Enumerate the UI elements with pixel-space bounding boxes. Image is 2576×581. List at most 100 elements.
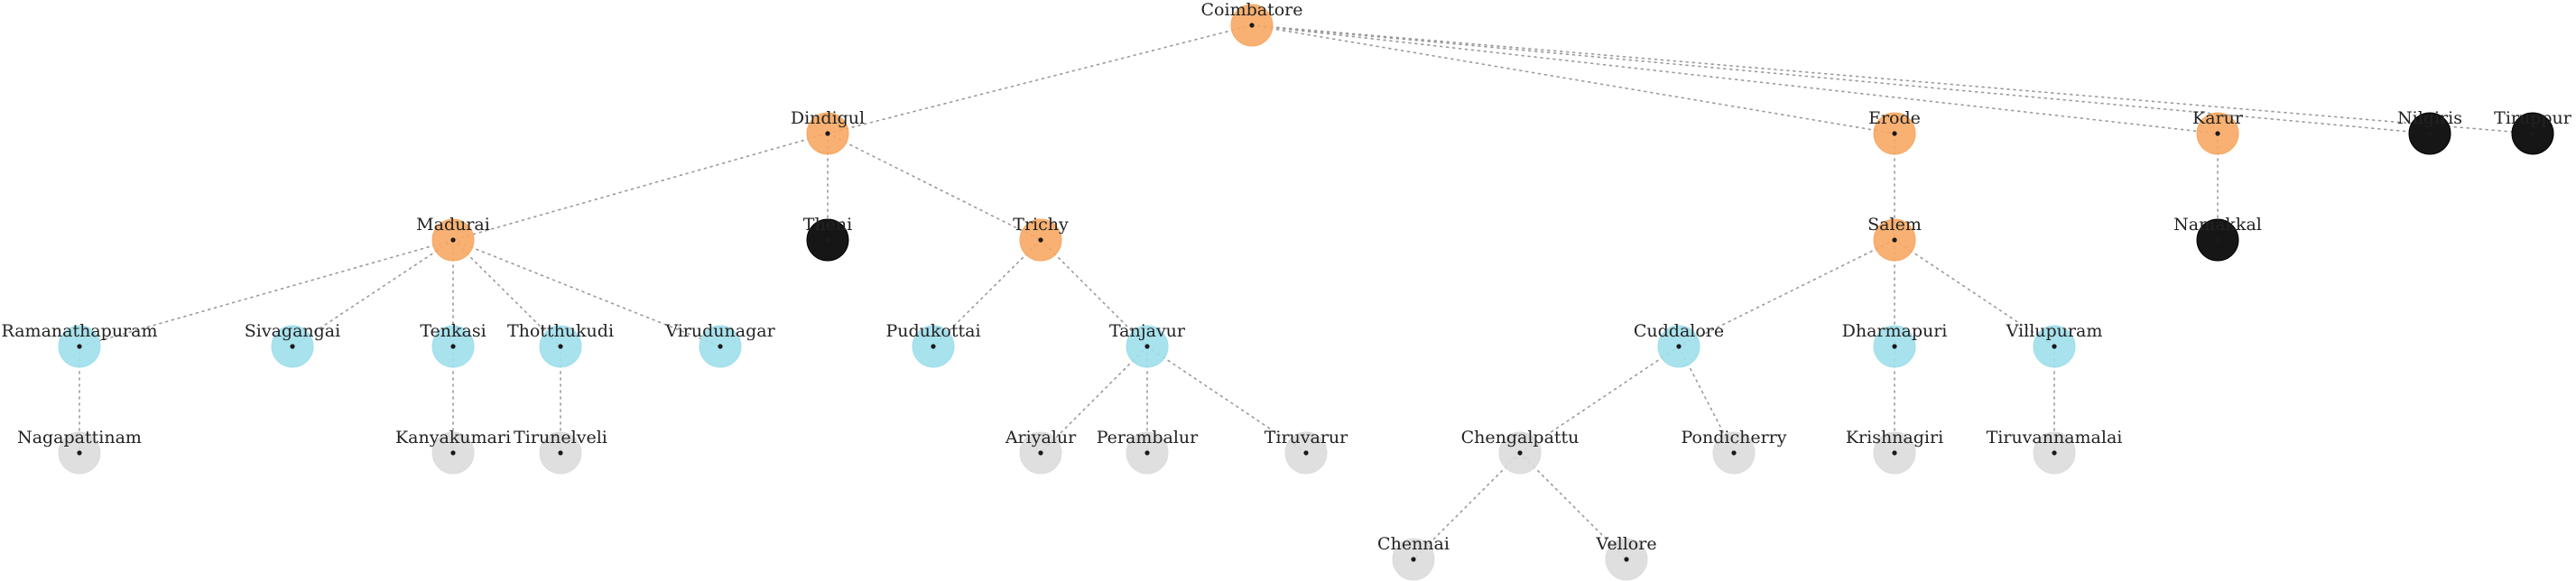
node-center-dot-tiruppur [2530,131,2535,136]
node-label-tirunelveli: Tirunelveli [514,428,607,447]
node-label-theni: Theni [803,215,852,235]
node-kanyakumari: Kanyakumari [395,428,511,475]
node-center-dot-ramanathapuram [77,344,82,349]
node-label-villupuram: Villupuram [2006,321,2103,341]
node-center-dot-kanyakumari [450,450,456,456]
node-center-dot-krishnagiri [1892,450,1897,456]
node-label-salem: Salem [1867,215,1922,235]
node-center-dot-namakkal [2215,237,2220,243]
node-center-dot-tirunelveli [558,450,563,456]
node-erode: Erode [1868,108,1921,155]
node-virudunagar: Virudunagar [664,321,776,368]
node-label-cuddalore: Cuddalore [1634,321,1724,341]
node-madurai: Madurai [416,215,490,262]
edge-madurai-virudunagar [452,239,721,347]
node-label-vellore: Vellore [1595,534,1656,554]
edge-dindigul-trichy [827,133,1042,241]
node-nagapattinam: Nagapattinam [17,428,142,475]
edge-coimbatore-tiruppur [1251,24,2534,134]
node-label-pondicherry: Pondicherry [1682,428,1787,447]
node-label-tenkasi: Tenkasi [420,321,486,341]
node-label-pudukottai: Pudukottai [885,321,980,341]
node-namakkal: Namakkal [2173,215,2262,262]
node-karur: Karur [2192,108,2244,155]
edge-trichy-pudukottai [932,239,1042,347]
node-center-dot-tiruvarur [1303,450,1309,456]
node-label-sivagangai: Sivagangai [245,321,340,341]
node-perambalur: Perambalur [1097,428,1199,475]
node-chengalpattu: Chengalpattu [1461,428,1580,475]
node-villupuram: Villupuram [2006,321,2103,368]
edge-coimbatore-dindigul [827,24,1253,134]
node-tanjavur: Tanjavur [1109,321,1186,368]
node-label-tiruvannamalai: Tiruvannamalai [1987,428,2123,447]
node-label-ariyalur: Ariyalur [1005,428,1077,447]
edge-chengalpattu-chennai [1413,452,1521,560]
node-center-dot-thothukudi [558,344,563,349]
node-label-kanyakumari: Kanyakumari [395,428,511,447]
node-label-chengalpattu: Chengalpattu [1461,428,1580,447]
node-label-dindigul: Dindigul [791,108,865,128]
node-label-ramanathapuram: Ramanathapuram [1,321,157,341]
node-center-dot-tanjavur [1144,344,1150,349]
edge-coimbatore-karur [1251,24,2219,134]
node-center-dot-trichy [1038,237,1043,243]
edge-chengalpattu-vellore [1519,452,1627,560]
node-label-chennai: Chennai [1377,534,1450,554]
node-center-dot-chengalpattu [1517,450,1523,456]
node-label-thothukudi: Thotthukudi [507,321,614,341]
edge-salem-villupuram [1894,239,2055,347]
node-tiruppur: Tiruppur [2494,108,2572,155]
edge-tanjavur-ariyalur [1040,346,1148,454]
node-center-dot-tiruvannamalai [2052,450,2057,456]
node-center-dot-dharmapuri [1892,344,1897,349]
node-center-dot-tenkasi [450,344,456,349]
node-nilgiris: Nilgiris [2397,108,2462,155]
edge-madurai-ramanathapuram [79,239,454,347]
node-tiruvarur: Tiruvarur [1265,428,1348,475]
node-label-nilgiris: Nilgiris [2397,108,2462,128]
node-cuddalore: Cuddalore [1634,321,1724,368]
node-krishnagiri: Krishnagiri [1846,428,1943,475]
edge-coimbatore-nilgiris [1251,24,2431,134]
node-dharmapuri: Dharmapuri [1842,321,1947,368]
node-label-tanjavur: Tanjavur [1109,321,1186,341]
node-pudukottai: Pudukottai [885,321,981,368]
node-center-dot-nilgiris [2427,131,2432,136]
node-coimbatore: Coimbatore [1201,0,1303,47]
node-thothukudi: Thotthukudi [507,321,614,368]
node-center-dot-virudunagar [718,344,723,349]
node-label-tiruppur: Tiruppur [2494,108,2572,128]
node-label-perambalur: Perambalur [1097,428,1199,447]
edge-madurai-sivagangai [292,239,454,347]
node-vellore: Vellore [1595,534,1657,581]
edge-tanjavur-tiruvarur [1146,346,1307,454]
node-pondicherry: Pondicherry [1682,428,1787,475]
node-center-dot-chennai [1411,557,1416,562]
node-center-dot-erode [1892,131,1897,136]
node-tirunelveli: Tirunelveli [514,428,607,475]
node-center-dot-madurai [450,237,456,243]
node-label-coimbatore: Coimbatore [1201,0,1303,20]
edge-madurai-thothukudi [452,239,561,347]
node-label-krishnagiri: Krishnagiri [1846,428,1943,447]
node-label-virudunagar: Virudunagar [664,321,775,341]
node-center-dot-salem [1892,237,1897,243]
node-dindigul: Dindigul [791,108,865,155]
node-label-karur: Karur [2192,108,2244,128]
node-center-dot-ariyalur [1038,450,1043,456]
node-center-dot-theni [825,237,830,243]
node-center-dot-pudukottai [931,344,936,349]
node-trichy: Trichy [1013,215,1069,262]
node-center-dot-nagapattinam [77,450,82,456]
node-tenkasi: Tenkasi [420,321,486,368]
node-label-trichy: Trichy [1013,215,1069,235]
node-chennai: Chennai [1377,534,1450,581]
edge-cuddalore-chengalpattu [1519,346,1680,454]
node-center-dot-perambalur [1144,450,1150,456]
node-label-madurai: Madurai [416,215,490,235]
node-center-dot-villupuram [2052,344,2057,349]
node-center-dot-karur [2215,131,2220,136]
edge-trichy-tanjavur [1040,239,1148,347]
